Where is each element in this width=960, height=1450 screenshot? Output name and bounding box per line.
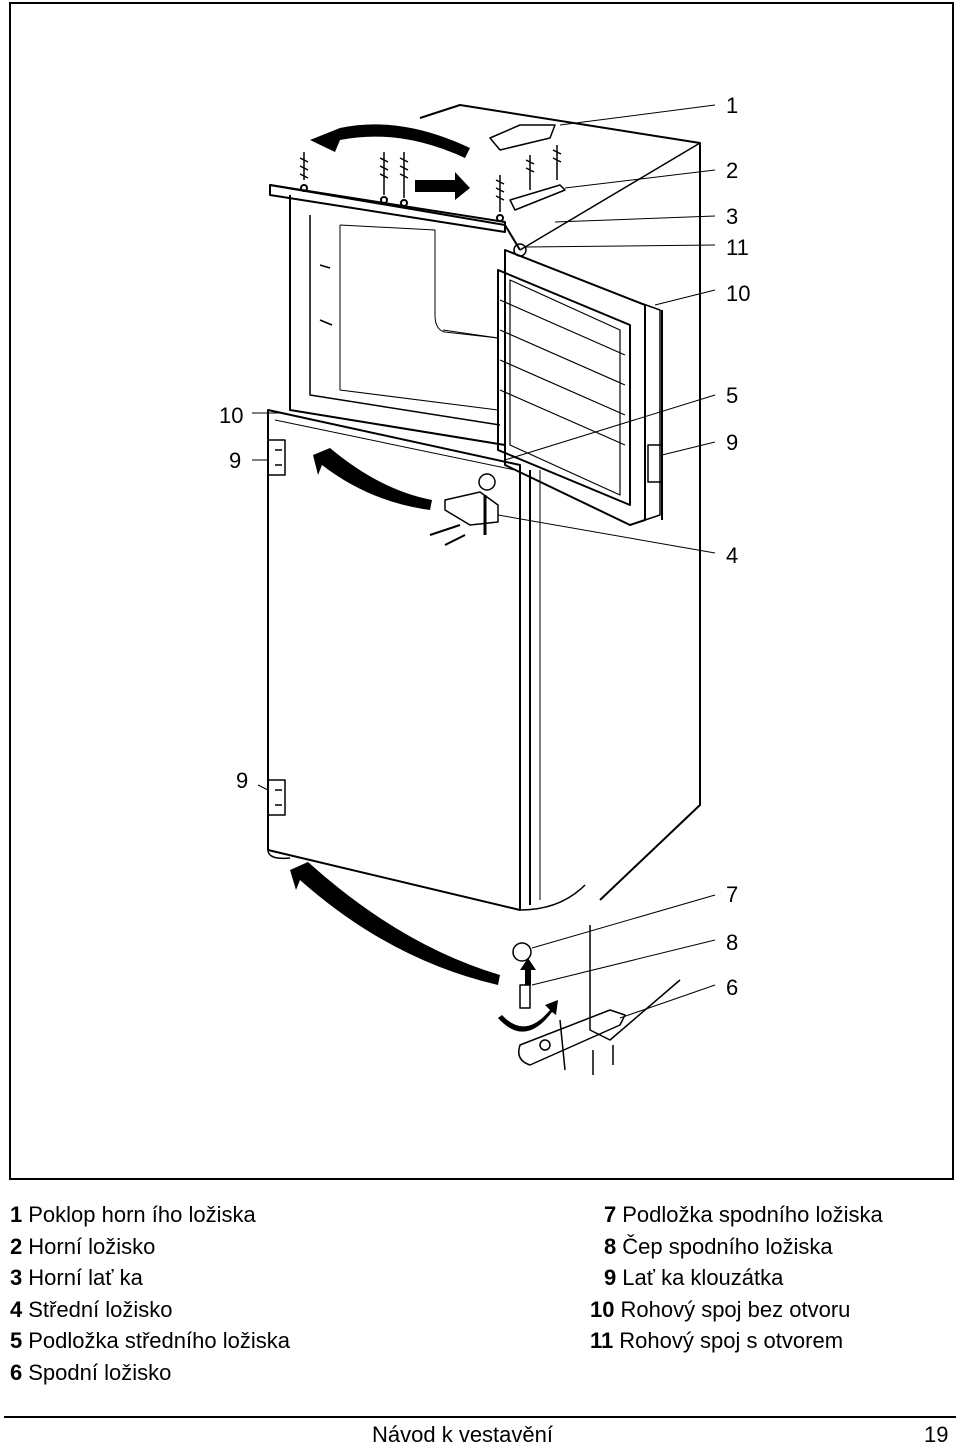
hinge-parts (429, 124, 626, 1066)
callout-9: 9 (726, 430, 739, 455)
callout-8: 8 (726, 930, 739, 955)
freezer-compartment (289, 195, 506, 446)
callout-4: 4 (726, 543, 739, 568)
callout-11: 11 (726, 235, 749, 260)
fridge-door (267, 409, 586, 911)
slide-latches (267, 439, 663, 816)
footer-title: Návod k vestavění (372, 1422, 553, 1447)
callout-6: 6 (726, 975, 739, 1000)
callout-2: 2 (726, 158, 739, 183)
callout-7: 7 (726, 882, 739, 907)
callout-9-left-lower: 9 (236, 768, 249, 793)
freezer-door-open (497, 249, 661, 526)
callout-3: 3 (726, 204, 739, 229)
rotation-arrows (290, 124, 558, 1032)
top-rail (269, 184, 506, 233)
callout-1: 1 (726, 93, 739, 118)
screws-top (299, 145, 562, 212)
leader-lines (252, 104, 716, 1019)
callout-9-left-upper: 9 (229, 448, 242, 473)
cabinet-foot (559, 925, 681, 1075)
footer-rule (4, 1416, 956, 1418)
refrigerator-assembly-diagram (252, 104, 716, 1075)
callout-10-left: 10 (219, 403, 244, 428)
figure-frame (9, 2, 954, 1180)
callout-5: 5 (726, 383, 739, 408)
page-number: 19 (924, 1422, 949, 1447)
callout-10: 10 (726, 281, 751, 306)
